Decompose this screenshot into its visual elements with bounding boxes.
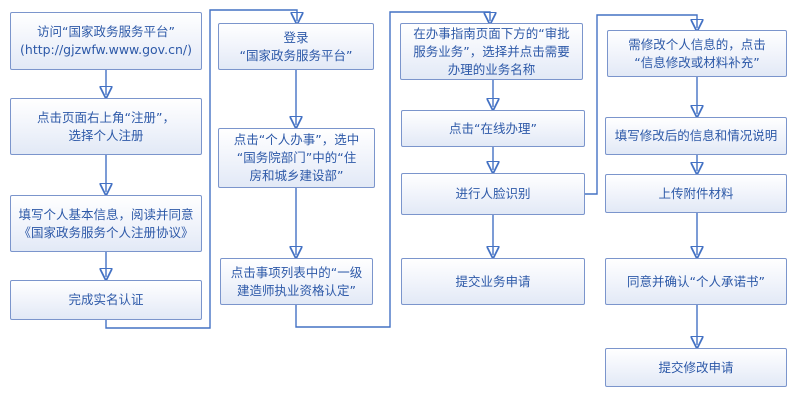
flow-step-click-qualification-item: 点击事项列表中的“一级 建造师执业资格认定” xyxy=(220,258,373,305)
flow-step-click-online-handle: 点击“在线办理” xyxy=(401,110,585,147)
flow-step-click-register: 点击页面右上角“注册”， 选择个人注册 xyxy=(10,98,202,155)
flow-step-face-recognition: 进行人脸识别 xyxy=(401,173,585,215)
flow-step-complete-real-name-verification: 完成实名认证 xyxy=(10,280,202,320)
flow-step-fill-modified-info: 填写修改后的信息和情况说明 xyxy=(605,117,787,155)
flow-step-fill-personal-info: 填写个人基本信息，阅读并同意 《国家政务服务个人注册协议》 xyxy=(10,195,202,252)
flow-step-visit-platform: 访问“国家政务服务平台” (http://gjzwfw.www.gov.cn/) xyxy=(10,12,202,70)
flow-step-confirm-commitment: 同意并确认“个人承诺书” xyxy=(605,258,787,305)
flow-step-select-ministry: 点击“个人办事”，选中 “国务院部门”中的“住 房和城乡建设部” xyxy=(218,128,375,188)
flow-step-login-platform: 登录 “国家政务服务平台” xyxy=(218,23,374,70)
flow-step-upload-attachments: 上传附件材料 xyxy=(605,174,787,213)
flow-step-click-info-modify: 需修改个人信息的，点击 “信息修改或材料补充” xyxy=(607,30,787,77)
flow-step-submit-business-application: 提交业务申请 xyxy=(401,258,585,305)
flow-step-select-business: 在办事指南页面下方的“审批 服务业务”，选择并点击需要 办理的业务名称 xyxy=(400,23,583,80)
flow-step-submit-modification: 提交修改申请 xyxy=(605,348,787,387)
